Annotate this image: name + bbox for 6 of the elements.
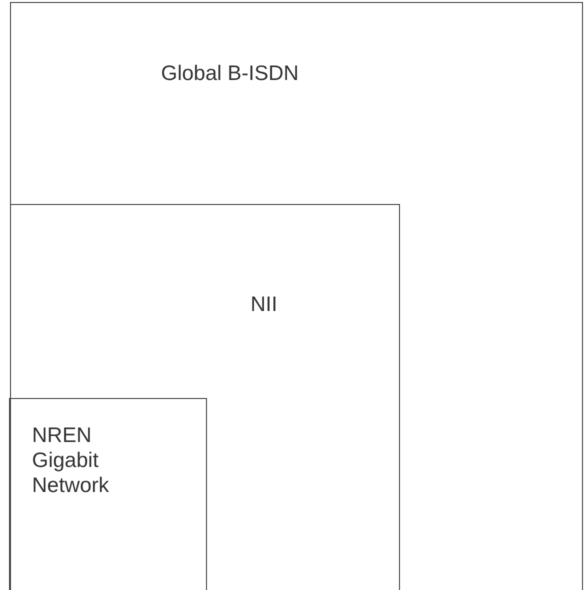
- nested-region-box: [9, 398, 207, 590]
- nested-region-box: [10, 2, 583, 590]
- region-label: NII: [250, 292, 278, 318]
- region-label: Global B-ISDN: [161, 61, 300, 86]
- region-label: NREN Gigabit Network: [32, 423, 110, 499]
- nested-region-box: [10, 204, 400, 590]
